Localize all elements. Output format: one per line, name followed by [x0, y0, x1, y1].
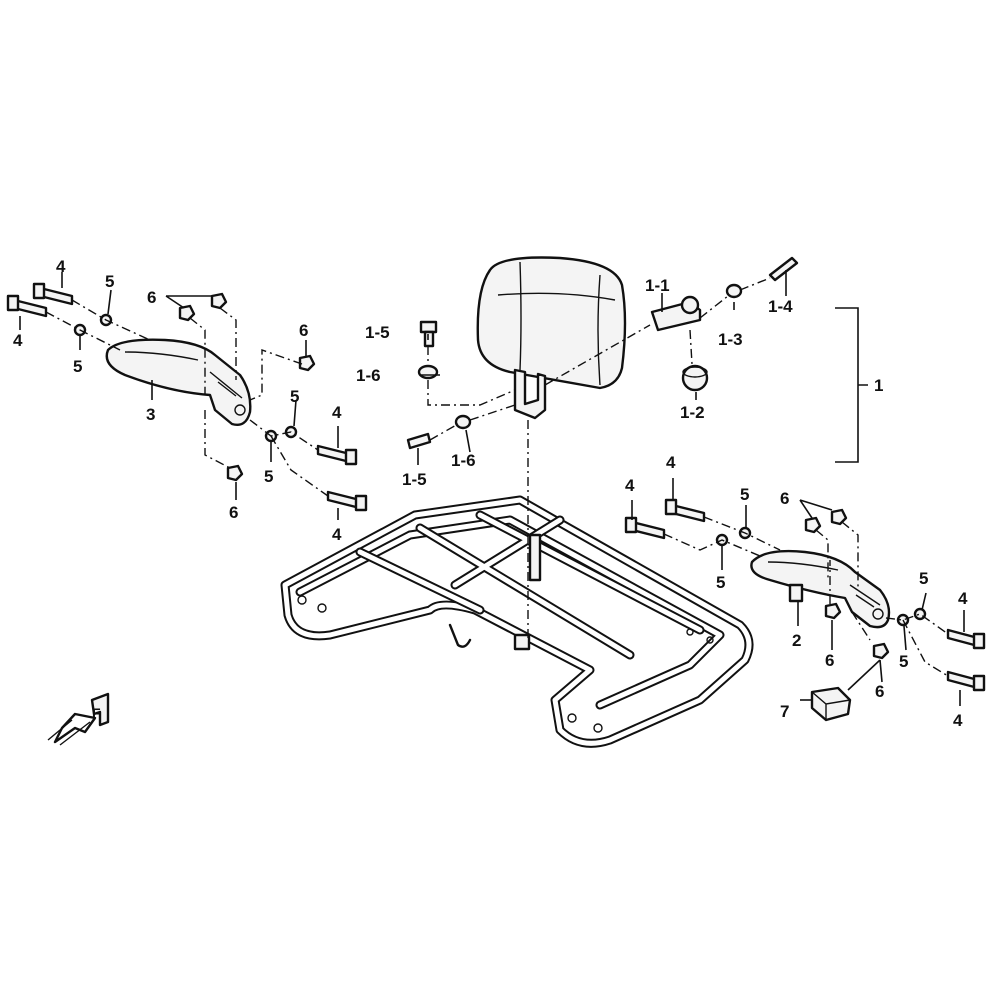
callout-3: 3: [146, 405, 155, 424]
direction-marker-letter: F: [92, 705, 101, 721]
callout-labels: 1 1-1 1-2 1-3 1-4 1-5 1-5 1-6 1-6 2 3 4 …: [13, 257, 968, 730]
callout-1-1: 1-1: [645, 276, 670, 295]
callout-6e: 6: [825, 651, 834, 670]
callout-4d: 4: [332, 525, 342, 544]
callout-4b: 4: [13, 331, 23, 350]
callout-1-6-upper: 1-6: [356, 366, 381, 385]
callout-5g: 5: [919, 569, 928, 588]
callout-6b: 6: [299, 321, 308, 340]
rear-carrier-rack: [280, 495, 754, 748]
callout-4h: 4: [953, 711, 963, 730]
callout-5f: 5: [716, 573, 725, 592]
callout-4e: 4: [625, 476, 635, 495]
callout-6c: 6: [229, 503, 238, 522]
front-direction-marker: F: [47, 692, 110, 746]
leader-lines: [19, 270, 965, 706]
callout-5e: 5: [740, 485, 749, 504]
callout-7: 7: [780, 702, 789, 721]
callout-1-5-upper: 1-5: [365, 323, 390, 342]
callout-5d: 5: [264, 467, 273, 486]
left-grab-bar: [6, 282, 368, 512]
callout-6f: 6: [875, 682, 884, 701]
callout-1-5-lower: 1-5: [402, 470, 427, 489]
callout-4g: 4: [958, 589, 968, 608]
callout-4a: 4: [56, 257, 66, 276]
callout-1: 1: [874, 376, 883, 395]
right-grab-bar: [624, 498, 986, 722]
callout-5h: 5: [899, 652, 908, 671]
callout-4c: 4: [332, 403, 342, 422]
callout-5b: 5: [73, 357, 82, 376]
backrest-assembly: [406, 256, 868, 640]
callout-1-4: 1-4: [768, 297, 793, 316]
callout-4f: 4: [666, 453, 676, 472]
callout-1-2: 1-2: [680, 403, 705, 422]
callout-6a: 6: [147, 288, 156, 307]
callout-2: 2: [792, 631, 801, 650]
callout-5a: 5: [105, 272, 114, 291]
callout-5c: 5: [290, 387, 299, 406]
callout-6d: 6: [780, 489, 789, 508]
callout-1-6-lower: 1-6: [451, 451, 476, 470]
callout-1-3: 1-3: [718, 330, 743, 349]
